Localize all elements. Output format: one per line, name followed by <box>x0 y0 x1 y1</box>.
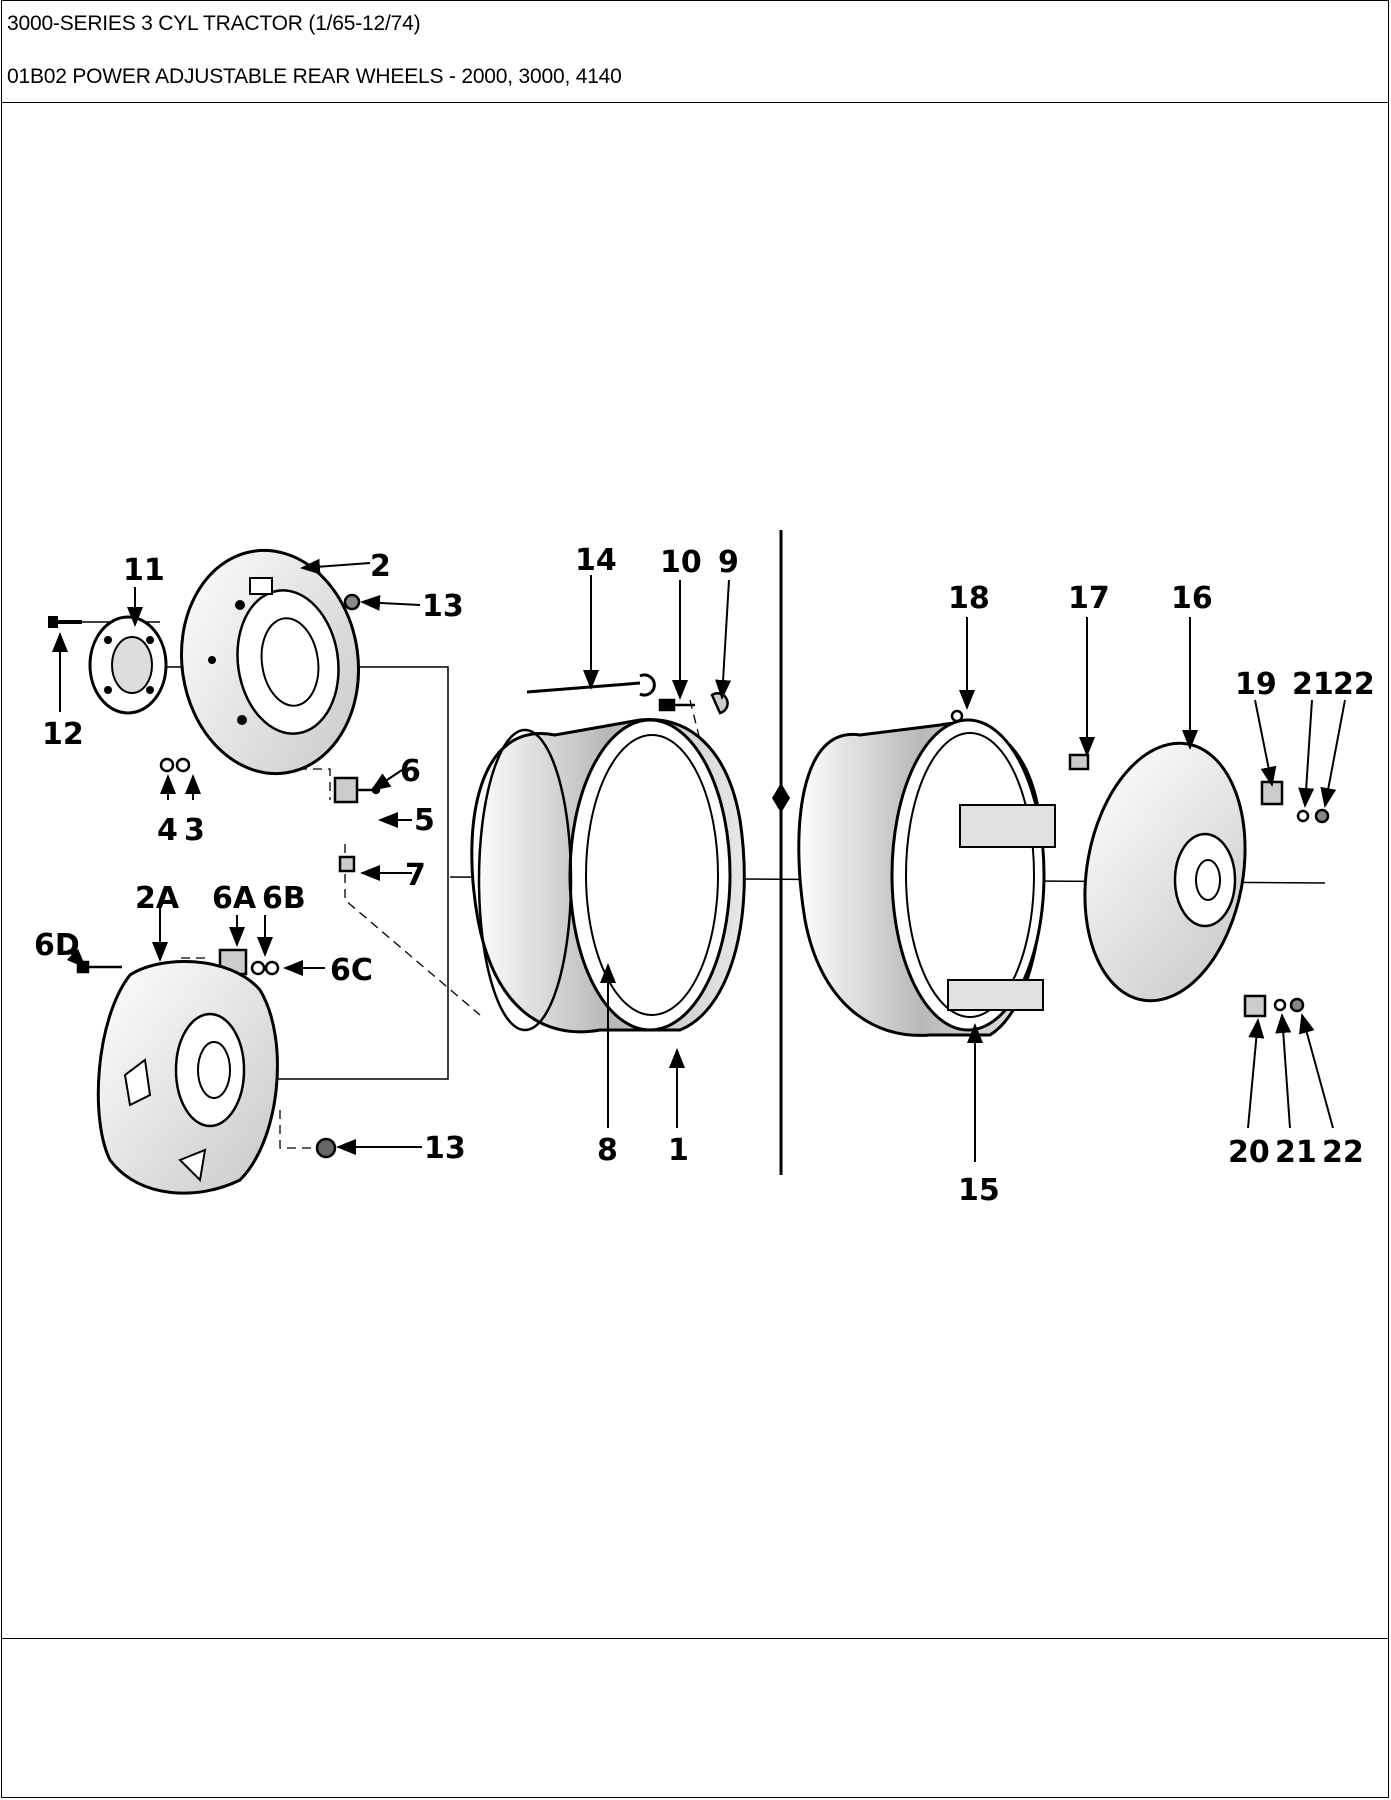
callout-13: 13 <box>422 589 464 624</box>
callout-6: 6 <box>400 754 421 789</box>
divider-line <box>772 530 790 1175</box>
callout-17: 17 <box>1068 581 1110 616</box>
callout-10: 10 <box>660 545 702 580</box>
callout-9: 9 <box>718 545 739 580</box>
callout-labels: 11 2 13 12 6 4 3 5 7 2A 6A 6B 6D 6C 13 1… <box>34 543 1375 1208</box>
document-title: 3000-SERIES 3 CYL TRACTOR (1/65-12/74) <box>7 12 421 35</box>
callout-2A: 2A <box>135 881 180 916</box>
rim-assembly <box>470 718 746 1034</box>
hub-bolt <box>48 616 82 628</box>
callout-6C: 6C <box>330 953 373 988</box>
callout-3: 3 <box>184 813 205 848</box>
callout-18: 18 <box>948 581 990 616</box>
callout-1: 1 <box>668 1133 689 1168</box>
callout-22: 22 <box>1333 667 1375 702</box>
callout-16: 16 <box>1171 581 1213 616</box>
callout-22-lower: 22 <box>1322 1135 1364 1170</box>
header-divider <box>1 102 1389 103</box>
alternate-wheel-center <box>96 960 279 1195</box>
callout-11: 11 <box>123 553 165 588</box>
callout-4: 4 <box>157 813 178 848</box>
footer-divider <box>1 1638 1389 1639</box>
callout-15: 15 <box>958 1173 1000 1208</box>
callout-5: 5 <box>414 803 435 838</box>
callout-14: 14 <box>575 543 617 578</box>
section-title: 01B02 POWER ADJUSTABLE REAR WHEELS - 200… <box>7 65 622 88</box>
callout-21-lower: 21 <box>1275 1135 1317 1170</box>
callout-6B: 6B <box>262 881 306 916</box>
callout-8: 8 <box>597 1133 618 1168</box>
callout-20: 20 <box>1228 1135 1270 1170</box>
callout-21: 21 <box>1292 667 1334 702</box>
wheel-hub <box>88 615 168 715</box>
callout-6A: 6A <box>212 881 257 916</box>
callout-arrows <box>52 558 1346 1162</box>
wheel-center-disc <box>179 548 361 776</box>
callout-7: 7 <box>405 858 426 893</box>
callout-12: 12 <box>42 717 84 752</box>
wheel-disc-right <box>1083 741 1247 1003</box>
callout-13-lower: 13 <box>424 1131 466 1166</box>
callout-2: 2 <box>370 549 391 584</box>
callout-6D: 6D <box>34 928 80 963</box>
rim-assembly-right <box>797 718 1056 1037</box>
small-hardware <box>76 593 1330 1159</box>
callout-19: 19 <box>1235 667 1277 702</box>
